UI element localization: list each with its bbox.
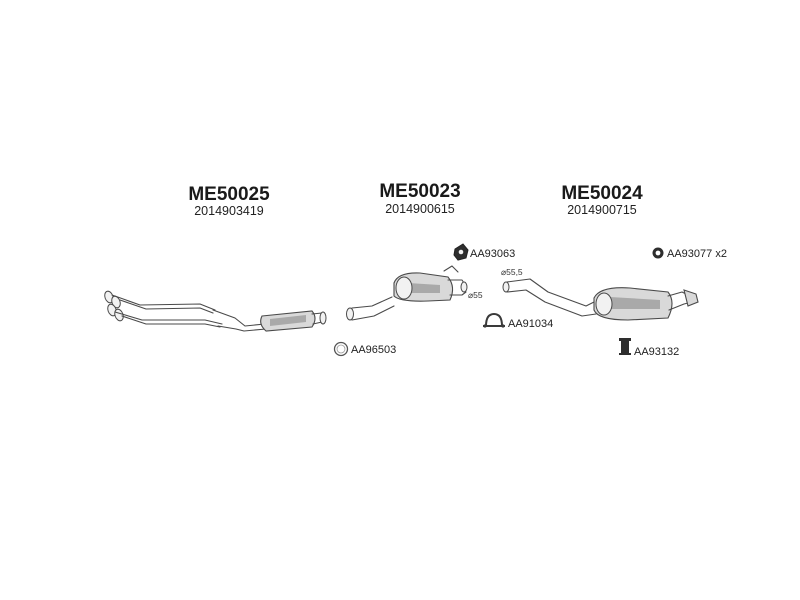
- accessory-label-aa91034: AA91034: [508, 318, 553, 330]
- middle-inlet-flange: [346, 307, 354, 321]
- oem-number-rear: 2014900715: [567, 203, 637, 217]
- accessory-aa93063: AA93063: [453, 243, 515, 261]
- part-code-front: ME50025: [188, 184, 270, 205]
- front-exhaust-section-drawing: [104, 290, 327, 332]
- middle-exhaust-section-drawing: [346, 265, 468, 321]
- accessory-label-aa93063: AA93063: [470, 248, 515, 260]
- dimension-rear-inlet: ⌀55,5: [501, 267, 523, 277]
- gasket-ring-icon: [333, 341, 349, 357]
- part-heading-middle: ME50023 2014900615: [379, 181, 460, 216]
- accessory-aa96503: AA96503: [333, 341, 396, 357]
- oem-number-middle: 2014900615: [385, 202, 455, 216]
- pipe-clamp-icon: [483, 312, 505, 328]
- accessory-label-aa93077: AA93077 x2: [667, 248, 727, 260]
- rubber-mount-icon: [453, 243, 469, 261]
- part-code-middle: ME50023: [379, 181, 460, 202]
- part-heading-rear: ME50024 2014900715: [561, 183, 643, 217]
- accessory-label-aa93132: AA93132: [634, 346, 679, 358]
- rubber-hanger-icon: [619, 338, 631, 355]
- accessory-aa93077: AA93077 x2: [652, 247, 727, 260]
- oem-number-front: 2014903419: [194, 204, 264, 218]
- rear-inlet-flange: [502, 281, 510, 293]
- accessory-aa91034: AA91034: [483, 312, 553, 330]
- rubber-ring-icon: [652, 247, 664, 259]
- dimension-middle-outlet: ⌀55: [468, 290, 483, 300]
- part-code-rear: ME50024: [561, 183, 643, 204]
- accessory-aa93132: AA93132: [619, 338, 679, 358]
- part-heading-front: ME50025 2014903419: [188, 184, 270, 218]
- accessory-label-aa96503: AA96503: [351, 344, 396, 356]
- rear-exhaust-section-drawing: [502, 278, 699, 321]
- twin-inlet-flanges: [104, 290, 124, 322]
